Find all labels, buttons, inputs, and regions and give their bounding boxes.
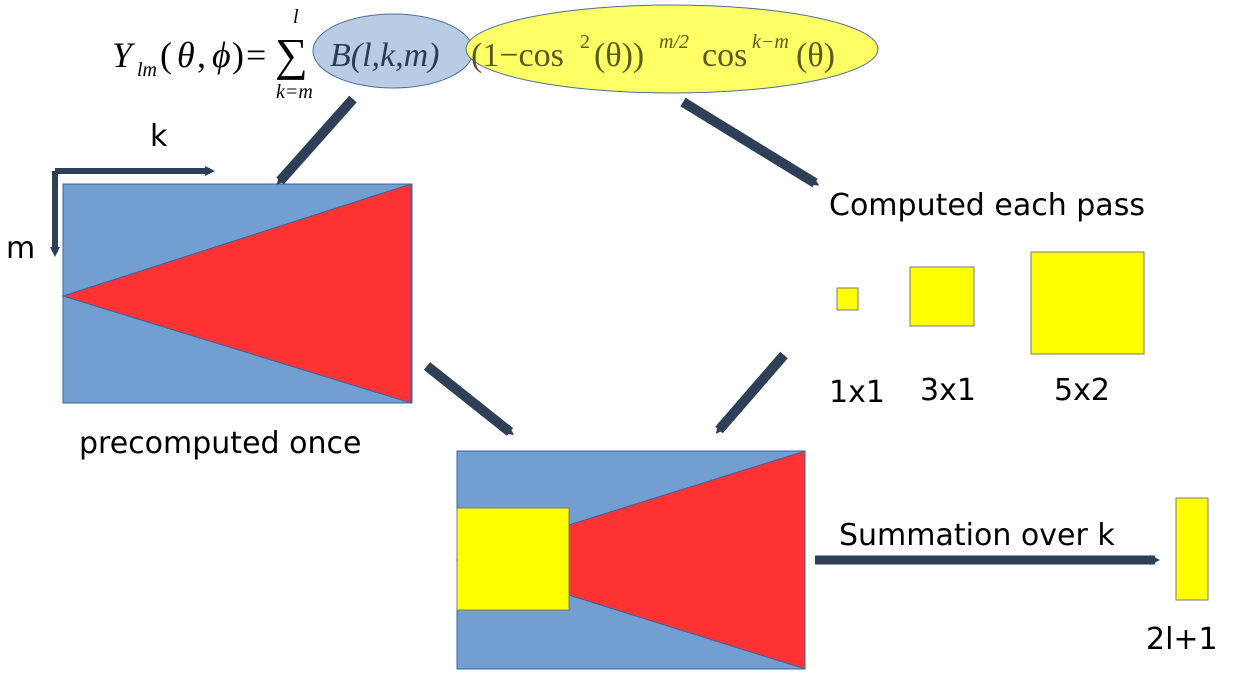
precomputed-label: precomputed once: [79, 426, 361, 461]
size-label-3x1: 3x1: [920, 373, 976, 408]
computed-each-pass-label: Computed each pass: [829, 188, 1145, 223]
result-size-label: 2l+1: [1146, 622, 1218, 657]
formula-equals: =: [246, 35, 266, 75]
formula-power-exp: m/2: [659, 31, 689, 53]
arrow-power-to-computed: [680, 97, 820, 188]
block-3x1: [909, 266, 975, 327]
power-term-highlight: [465, 4, 879, 94]
formula-b-term: B(l,k,m): [330, 37, 440, 74]
formula-cos: cos: [702, 37, 747, 74]
formula-paren-close: ): [232, 35, 244, 75]
formula: Y lm ( θ , ϕ ) = ∑ l k=m B(l,k,m) (1−cos…: [112, 6, 835, 103]
formula-cos-arg: (θ): [796, 37, 835, 74]
block-1x1: [836, 287, 859, 311]
formula-cos-exp: k−m: [752, 31, 789, 53]
block-5x2: [1030, 251, 1145, 355]
formula-comma: ,: [197, 35, 206, 75]
combined-triangle: [455, 450, 806, 670]
arrow-precomputed-to-combined: [423, 362, 514, 436]
k-axis-label: k: [150, 119, 168, 154]
formula-power-part2: (θ)): [594, 37, 644, 74]
formula-sum-lower: k=m: [276, 81, 313, 103]
precomputed-triangle: [61, 183, 412, 404]
formula-power-part1: (1−cos: [471, 37, 564, 74]
arrow-b-to-matrix: [276, 95, 357, 185]
formula-y-symbol: Y: [112, 35, 136, 75]
combined-yellow-block: [456, 507, 570, 611]
formula-y-subscript: lm: [137, 59, 157, 81]
summation-label: Summation over k: [839, 518, 1115, 553]
formula-theta: θ: [177, 35, 195, 75]
arrow-computed-to-combined: [715, 351, 788, 434]
formula-phi: ϕ: [212, 35, 231, 75]
formula-paren-open: (: [160, 35, 172, 75]
precomputed-matrix: [61, 183, 413, 404]
axis-indicators: k m: [6, 119, 215, 266]
formula-power-sq: 2: [580, 31, 590, 53]
formula-sum-upper: l: [293, 6, 299, 28]
size-label-5x2: 5x2: [1054, 373, 1110, 408]
size-label-1x1: 1x1: [829, 375, 885, 410]
m-axis-label: m: [6, 231, 35, 266]
result-vector: [1175, 497, 1209, 601]
combined-matrix: [455, 450, 806, 670]
formula-sum-symbol: ∑: [275, 29, 308, 80]
